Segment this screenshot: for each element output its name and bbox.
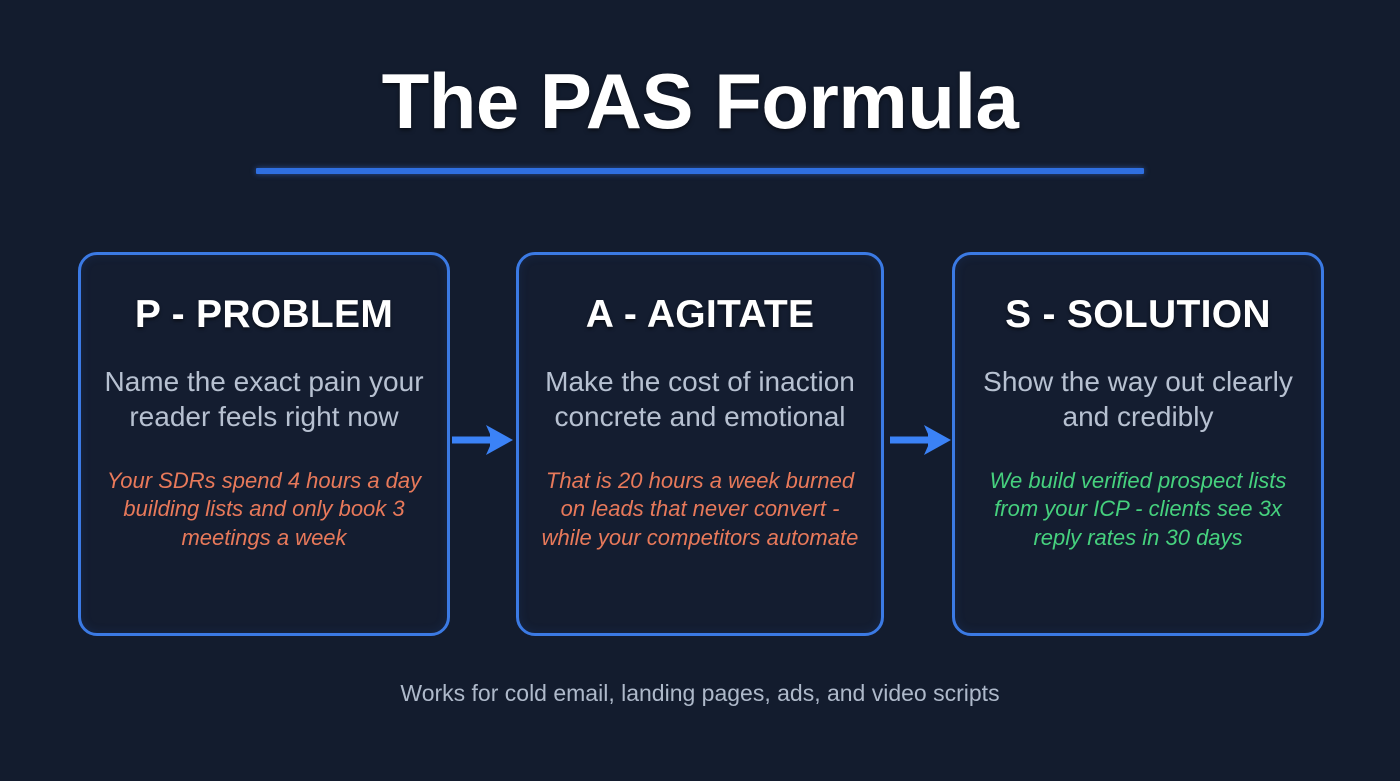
footer-note: Works for cold email, landing pages, ads… [400, 680, 1000, 706]
title-underline-rule [256, 168, 1144, 174]
card-solution-example: We build verified prospect lists from yo… [989, 468, 1287, 550]
card-problem-heading: P - PROBLEM [134, 293, 394, 336]
title-block: The PAS Formula [0, 0, 1400, 140]
card-agitate-heading: A - AGITATE [585, 293, 815, 336]
arrow-right-icon [890, 424, 952, 456]
card-agitate[interactable]: A - AGITATE Make the cost of inaction co… [516, 252, 884, 636]
card-agitate-example: That is 20 hours a week burned on leads … [541, 468, 859, 550]
page-title: The PAS Formula [381, 57, 1019, 145]
card-problem-example: Your SDRs spend 4 hours a day building l… [106, 468, 422, 550]
card-problem[interactable]: P - PROBLEM Name the exact pain your rea… [78, 252, 450, 636]
card-agitate-description: Make the cost of inaction concrete and e… [545, 365, 855, 433]
card-problem-description: Name the exact pain your reader feels ri… [104, 365, 424, 433]
arrow-right-icon [452, 424, 514, 456]
card-solution-heading: S - SOLUTION [1005, 293, 1271, 336]
pas-cards-row: P - PROBLEM Name the exact pain your rea… [0, 252, 1400, 638]
card-solution-description: Show the way out clearly and credibly [983, 365, 1293, 433]
card-solution[interactable]: S - SOLUTION Show the way out clearly an… [952, 252, 1324, 636]
